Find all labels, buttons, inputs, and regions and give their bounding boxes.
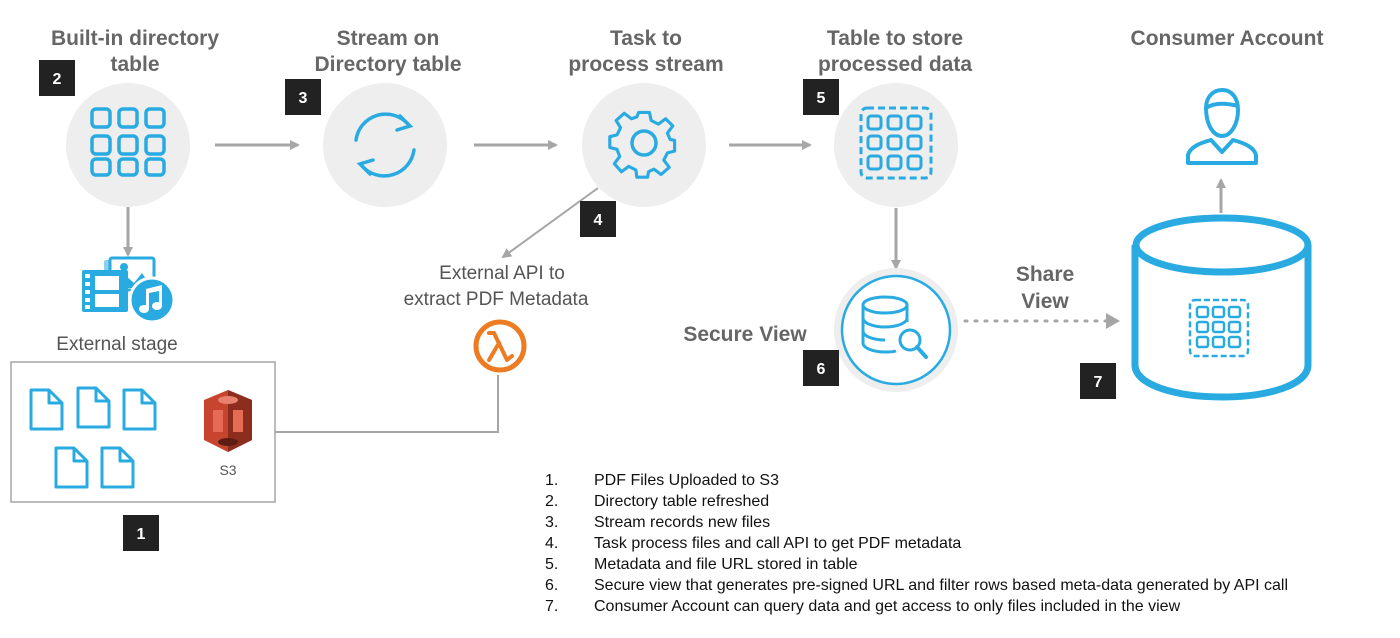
step-text: Stream records new files (594, 514, 770, 531)
table-title-line2: processed data (818, 53, 972, 76)
consumer-database (1131, 214, 1312, 401)
badge-3: 3 (285, 79, 321, 115)
secure-view-inner-circle (840, 274, 952, 386)
step-number: 6. (545, 577, 558, 594)
badge-3-text: 3 (299, 90, 308, 107)
media-files-icon (82, 256, 176, 324)
lambda-icon (473, 319, 527, 373)
badge-4: 4 (580, 201, 616, 237)
grid-icon (90, 107, 166, 177)
external-stage-label: External stage (56, 334, 177, 355)
step-text: Directory table refreshed (594, 493, 769, 510)
arrow-task-to-api (501, 187, 599, 259)
task-circle (582, 83, 706, 207)
task-node (582, 83, 706, 207)
directory-title: Built-in directory table (51, 27, 219, 76)
user-icon (1186, 88, 1258, 165)
step-number: 3. (545, 514, 558, 531)
external-api-label-line1: External API to (439, 263, 565, 284)
s3-label: S3 (219, 462, 236, 478)
directory-circle (66, 83, 190, 207)
secure-view-label: Secure View (683, 323, 807, 346)
document-icon (100, 446, 135, 489)
document-icon (122, 388, 157, 431)
stream-node (323, 83, 447, 207)
step-item: 1. PDF Files Uploaded to S3 (545, 472, 779, 489)
step-text: Secure view that generates pre-signed UR… (594, 577, 1288, 594)
directory-title-line1: Built-in directory (51, 27, 219, 50)
external-api-label-line2: extract PDF Metadata (404, 289, 589, 310)
badge-7: 7 (1080, 363, 1116, 399)
connector-s3-to-lambda (275, 375, 499, 433)
step-item: 6. Secure view that generates pre-signed… (545, 577, 1288, 594)
table-node (834, 83, 958, 207)
badge-2-text: 2 (53, 71, 62, 88)
step-item: 5. Metadata and file URL stored in table (545, 556, 858, 573)
badge-5: 5 (803, 79, 839, 115)
s3-bucket-icon (204, 390, 252, 452)
step-number: 7. (545, 598, 558, 615)
gear-icon (608, 110, 677, 179)
step-item: 3. Stream records new files (545, 514, 770, 531)
table-title: Table to store processed data (818, 27, 972, 76)
badge-6-text: 6 (817, 361, 826, 378)
steps-list: 1. PDF Files Uploaded to S3 2. Directory… (545, 472, 1288, 615)
step-number: 4. (545, 535, 558, 552)
stream-title: Stream on Directory table (314, 27, 461, 76)
database-search-icon (861, 295, 928, 359)
step-number: 1. (545, 472, 558, 489)
badge-1: 1 (123, 515, 159, 551)
step-number: 2. (545, 493, 558, 510)
step-text: Consumer Account can query data and get … (594, 598, 1181, 615)
step-text: Metadata and file URL stored in table (594, 556, 858, 573)
dashed-grid-icon (859, 106, 933, 180)
step-number: 5. (545, 556, 558, 573)
table-title-line1: Table to store (827, 27, 963, 50)
task-title-line1: Task to (610, 27, 682, 50)
badge-5-text: 5 (817, 90, 826, 107)
badge-1-text: 1 (137, 526, 146, 543)
share-view-label-line2: View (1021, 290, 1069, 313)
step-text: Task process files and call API to get P… (594, 535, 961, 552)
table-circle (834, 83, 958, 207)
directory-title-line2: table (110, 53, 159, 76)
step-text: PDF Files Uploaded to S3 (594, 472, 779, 489)
badge-6: 6 (803, 350, 839, 386)
badge-2: 2 (39, 60, 75, 96)
task-title: Task to process stream (568, 27, 723, 76)
share-view-label-line1: Share (1016, 263, 1074, 286)
step-item: 7. Consumer Account can query data and g… (545, 598, 1181, 615)
stream-circle (323, 83, 447, 207)
stream-title-line1: Stream on (337, 27, 440, 50)
step-item: 4. Task process files and call API to ge… (545, 535, 961, 552)
refresh-icon (354, 112, 416, 178)
document-icon (76, 386, 111, 429)
secure-view-node (834, 268, 958, 392)
directory-table-node (66, 83, 190, 207)
badge-7-text: 7 (1094, 374, 1103, 391)
document-icon (54, 446, 89, 489)
dashed-grid-icon (1188, 298, 1250, 358)
stream-title-line2: Directory table (314, 53, 461, 76)
document-icon (29, 388, 64, 431)
step-item: 2. Directory table refreshed (545, 493, 769, 510)
badge-4-text: 4 (594, 212, 603, 229)
task-title-line2: process stream (568, 53, 723, 76)
share-arrowhead (1106, 313, 1120, 329)
consumer-title: Consumer Account (1131, 27, 1324, 50)
